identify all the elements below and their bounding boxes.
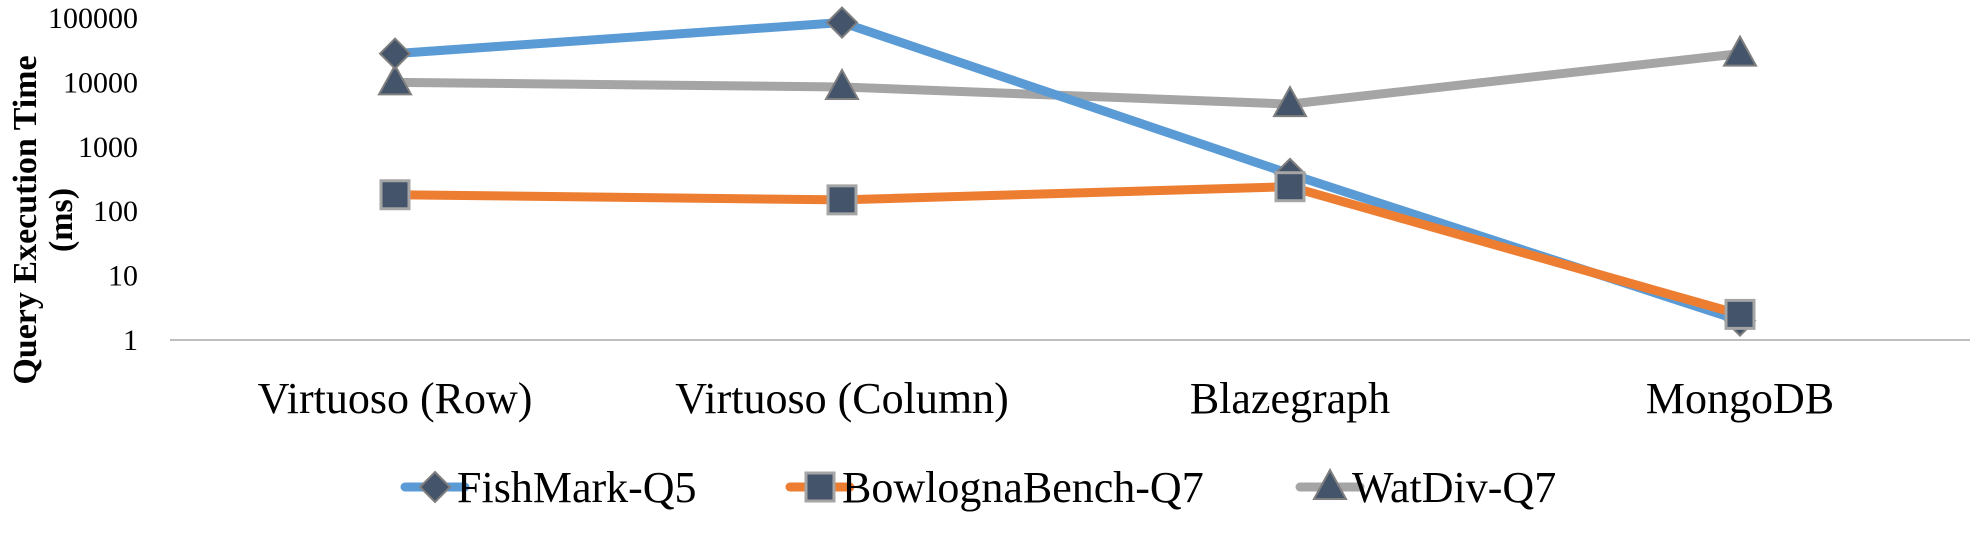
legend-label: FishMark-Q5 bbox=[457, 463, 697, 512]
y-tick-label: 1000 bbox=[78, 131, 138, 164]
y-axis-ticks: 1 10 100 1000 10000 100000 bbox=[48, 2, 138, 357]
y-tick-label: 10000 bbox=[63, 66, 138, 99]
legend: FishMark-Q5 BowlognaBench-Q7 WatDiv-Q7 bbox=[400, 463, 1556, 512]
data-point-fishmark-q5 bbox=[378, 37, 412, 71]
y-axis-label: Query Execution Time(ms) bbox=[7, 55, 80, 384]
y-tick-label: 100000 bbox=[48, 2, 138, 35]
legend-marker bbox=[804, 471, 836, 503]
data-point-bowlognabench-q7 bbox=[826, 184, 858, 216]
y-tick-label: 1 bbox=[123, 324, 138, 357]
legend-marker bbox=[1312, 467, 1348, 500]
data-point-bowlognabench-q7 bbox=[1724, 298, 1756, 330]
y-tick-label: 10 bbox=[108, 260, 138, 293]
y-axis-label-line-1: (ms) bbox=[43, 188, 80, 252]
data-point-watdiv-q7 bbox=[824, 67, 860, 100]
y-tick-label: 100 bbox=[93, 195, 138, 228]
data-point-watdiv-q7 bbox=[1722, 34, 1758, 67]
legend-label: WatDiv-Q7 bbox=[1352, 463, 1556, 512]
x-axis-categories: Virtuoso (Row) Virtuoso (Column) Blazegrap… bbox=[258, 374, 1835, 423]
x-category-label: MongoDB bbox=[1646, 374, 1834, 423]
series-group bbox=[377, 6, 1758, 338]
legend-marker bbox=[418, 470, 452, 504]
data-point-bowlognabench-q7 bbox=[379, 179, 411, 211]
x-category-label: Virtuoso (Column) bbox=[675, 374, 1008, 423]
x-category-label: Blazegraph bbox=[1190, 374, 1390, 423]
data-point-watdiv-q7 bbox=[377, 63, 413, 96]
data-point-fishmark-q5 bbox=[825, 6, 859, 39]
x-category-label: Virtuoso (Row) bbox=[258, 374, 533, 423]
data-point-watdiv-q7 bbox=[1272, 85, 1308, 118]
y-axis-label-line-0: Query Execution Time bbox=[7, 55, 44, 384]
data-point-bowlognabench-q7 bbox=[1274, 171, 1306, 203]
series-line-fishmark-q5 bbox=[390, 18, 1745, 326]
series-line-bowlognabench-q7 bbox=[390, 182, 1745, 319]
legend-label: BowlognaBench-Q7 bbox=[842, 463, 1204, 512]
